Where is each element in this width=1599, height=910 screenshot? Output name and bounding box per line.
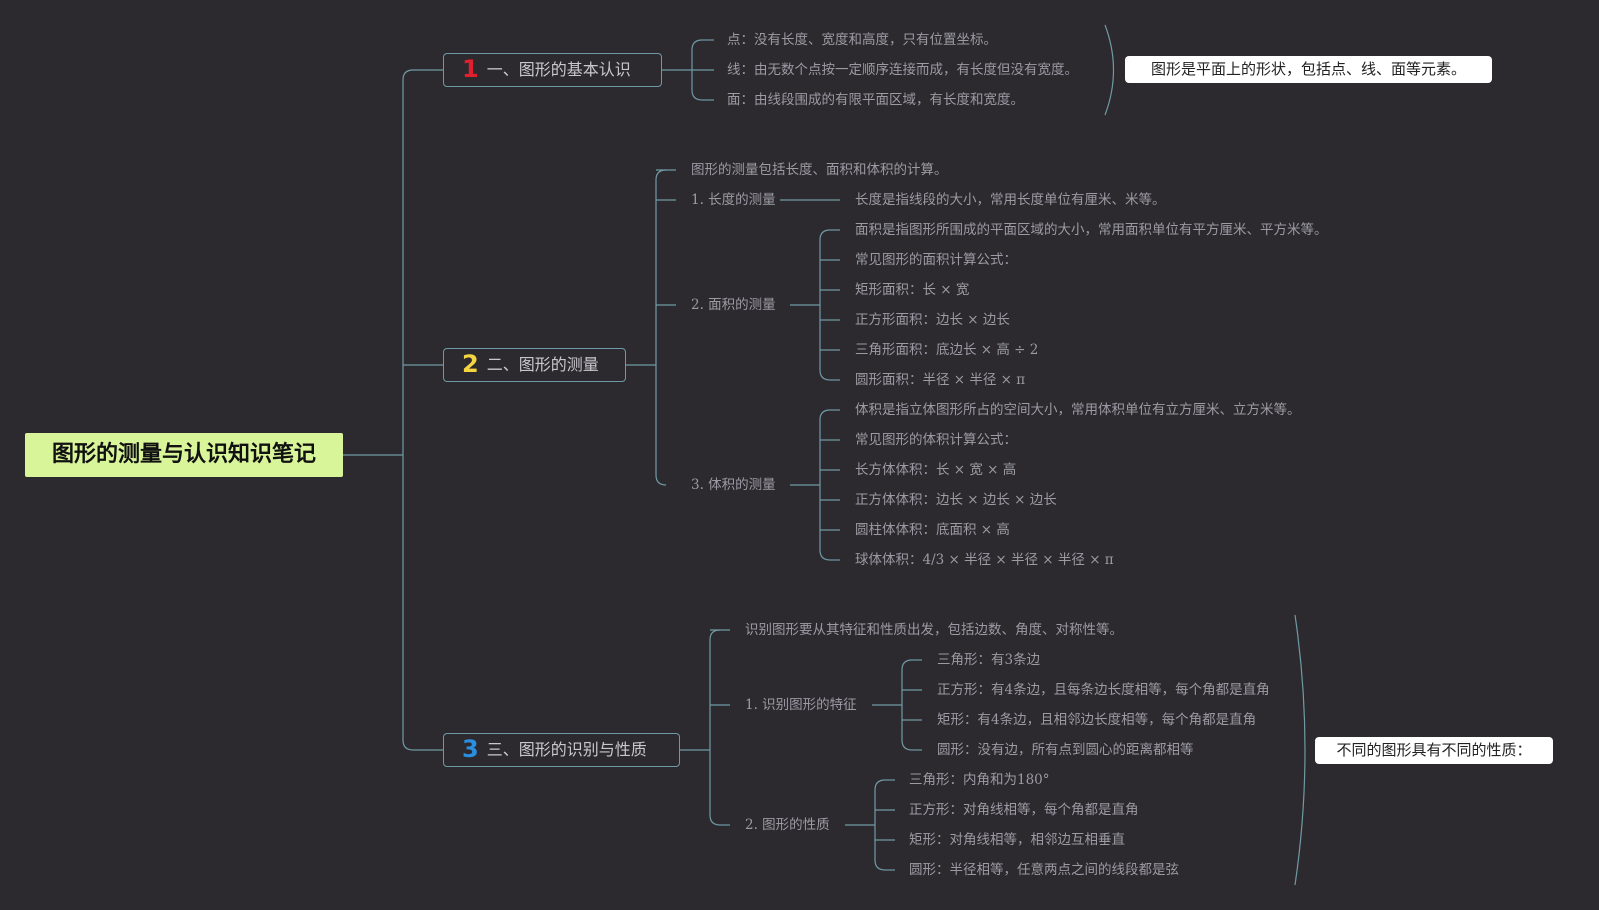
leaf-volume[interactable]: 常见图形的体积计算公式： — [855, 432, 1017, 448]
number-1-icon: 1 — [462, 55, 479, 83]
leaf-volume[interactable]: 球体体积：4/3 × 半径 × 半径 × 半径 × π — [855, 552, 1114, 568]
leaf-area[interactable]: 正方形面积：边长 × 边长 — [855, 312, 1010, 328]
topic-basic-recognition[interactable]: 1 一、图形的基本认识 — [443, 53, 662, 87]
leaf-area[interactable]: 圆形面积：半径 × 半径 × π — [855, 372, 1026, 388]
subtopic-features[interactable]: 1. 识别图形的特征 — [745, 697, 857, 713]
leaf-area[interactable]: 常见图形的面积计算公式： — [855, 252, 1017, 268]
leaf-recognition-intro[interactable]: 识别图形要从其特征和性质出发，包括边数、角度、对称性等。 — [745, 622, 1123, 638]
leaf-measurement-intro[interactable]: 图形的测量包括长度、面积和体积的计算。 — [691, 162, 948, 178]
leaf-property[interactable]: 正方形：对角线相等，每个角都是直角 — [909, 802, 1139, 818]
leaf-feature[interactable]: 圆形：没有边，所有点到圆心的距离都相等 — [937, 742, 1194, 758]
subtopic-volume[interactable]: 3. 体积的测量 — [691, 477, 776, 493]
leaf-length-detail[interactable]: 长度是指线段的大小，常用长度单位有厘米、米等。 — [855, 192, 1166, 208]
leaf-volume[interactable]: 体积是指立体图形所占的空间大小，常用体积单位有立方厘米、立方米等。 — [855, 402, 1301, 418]
number-3-icon: 3 — [462, 735, 479, 763]
leaf-feature[interactable]: 三角形：有3条边 — [937, 652, 1041, 668]
leaf-area[interactable]: 三角形面积：底边长 × 高 ÷ 2 — [855, 342, 1039, 358]
subtopic-length[interactable]: 1. 长度的测量 — [691, 192, 776, 208]
subtopic-area[interactable]: 2. 面积的测量 — [691, 297, 776, 313]
subtopic-properties[interactable]: 2. 图形的性质 — [745, 817, 830, 833]
root-topic[interactable]: 图形的测量与认识知识笔记 — [25, 433, 343, 477]
topic-measurement[interactable]: 2 二、图形的测量 — [443, 348, 626, 382]
leaf-property[interactable]: 矩形：对角线相等，相邻边互相垂直 — [909, 832, 1125, 848]
leaf-plane[interactable]: 面：由线段围成的有限平面区域，有长度和宽度。 — [727, 92, 1024, 108]
leaf-property[interactable]: 圆形：半径相等，任意两点之间的线段都是弦 — [909, 862, 1179, 878]
summary-shapes[interactable]: 图形是平面上的形状，包括点、线、面等元素。 — [1125, 56, 1492, 83]
summary-properties[interactable]: 不同的图形具有不同的性质： — [1315, 737, 1553, 764]
leaf-feature[interactable]: 矩形：有4条边，且相邻边长度相等，每个角都是直角 — [937, 712, 1257, 728]
topic-label: 二、图形的测量 — [486, 355, 599, 374]
leaf-area[interactable]: 矩形面积：长 × 宽 — [855, 282, 970, 298]
leaf-line[interactable]: 线：由无数个点按一定顺序连接而成，有长度但没有宽度。 — [727, 62, 1078, 78]
leaf-point[interactable]: 点：没有长度、宽度和高度，只有位置坐标。 — [727, 32, 997, 48]
topic-label: 一、图形的基本认识 — [486, 60, 631, 79]
leaf-volume[interactable]: 长方体体积：长 × 宽 × 高 — [855, 462, 1017, 478]
leaf-feature[interactable]: 正方形：有4条边，且每条边长度相等，每个角都是直角 — [937, 682, 1270, 698]
leaf-area[interactable]: 面积是指图形所围成的平面区域的大小，常用面积单位有平方厘米、平方米等。 — [855, 222, 1328, 238]
leaf-property[interactable]: 三角形：内角和为180° — [909, 772, 1050, 788]
leaf-volume[interactable]: 正方体体积：边长 × 边长 × 边长 — [855, 492, 1057, 508]
leaf-volume[interactable]: 圆柱体体积：底面积 × 高 — [855, 522, 1010, 538]
topic-label: 三、图形的识别与性质 — [486, 740, 647, 759]
topic-recognition-properties[interactable]: 3 三、图形的识别与性质 — [443, 733, 680, 767]
number-2-icon: 2 — [462, 350, 479, 378]
